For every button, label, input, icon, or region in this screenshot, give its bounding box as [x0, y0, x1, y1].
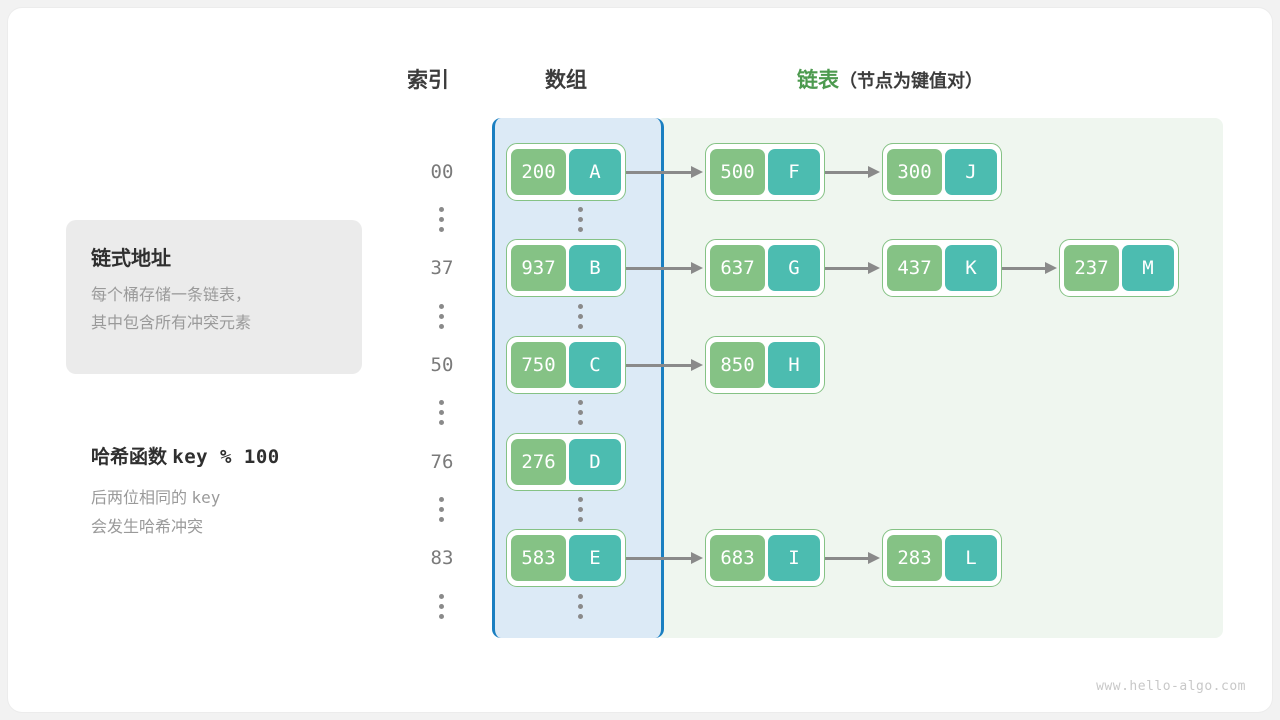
hash-function-title-prefix: 哈希函数 [91, 447, 173, 468]
vertical-ellipsis-icon [578, 304, 584, 329]
vertical-ellipsis-icon [439, 207, 445, 232]
pair-node-value: C [569, 342, 621, 388]
chain-arrow-icon [825, 550, 882, 566]
info-card: 链式地址 每个桶存储一条链表， 其中包含所有冲突元素 [66, 220, 362, 374]
chain-arrow-icon [825, 164, 882, 180]
hash-note-key-token: key [191, 488, 221, 507]
bucket-index-label: 37 [430, 257, 454, 279]
chain-arrow-icon [626, 550, 705, 566]
pair-node-value: B [569, 245, 621, 291]
vertical-ellipsis-icon [439, 400, 445, 425]
chain-arrow-icon [626, 357, 705, 373]
vertical-ellipsis-icon [578, 400, 584, 425]
hash-function-title: 哈希函数 key % 100 [91, 442, 391, 469]
pair-node-key: 276 [511, 439, 566, 485]
vertical-ellipsis-icon [578, 497, 584, 522]
pair-node-value: I [768, 535, 820, 581]
hash-note-line2: 会发生哈希冲突 [91, 519, 204, 536]
pair-node-key: 583 [511, 535, 566, 581]
pair-node-value: M [1122, 245, 1174, 291]
pair-node-value: G [768, 245, 820, 291]
pair-node-key: 237 [1064, 245, 1119, 291]
pair-node-key: 937 [511, 245, 566, 291]
bucket-index-label: 83 [430, 547, 454, 569]
header-index: 索引 [407, 69, 449, 92]
chain-arrow-icon [825, 260, 882, 276]
pair-node-key: 500 [710, 149, 765, 195]
hash-function-body: 后两位相同的 key 会发生哈希冲突 [91, 483, 391, 542]
pair-node-key: 283 [887, 535, 942, 581]
vertical-ellipsis-icon [439, 594, 445, 619]
pair-node-value: H [768, 342, 820, 388]
info-card-body: 每个桶存储一条链表， 其中包含所有冲突元素 [91, 287, 252, 332]
bucket-index-label: 00 [430, 161, 454, 183]
pair-node-value: F [768, 149, 820, 195]
hash-note-line1: 后两位相同的 [91, 490, 192, 507]
vertical-ellipsis-icon [439, 304, 445, 329]
pair-node-key: 683 [710, 535, 765, 581]
watermark: www.hello-algo.com [1096, 679, 1246, 694]
pair-node-value: L [945, 535, 997, 581]
pair-node-value: E [569, 535, 621, 581]
pair-node-value: D [569, 439, 621, 485]
vertical-ellipsis-icon [439, 497, 445, 522]
pair-node-key: 850 [710, 342, 765, 388]
vertical-ellipsis-icon [578, 594, 584, 619]
info-card-title: 链式地址 [91, 248, 171, 270]
vertical-ellipsis-icon [578, 207, 584, 232]
pair-node-key: 750 [511, 342, 566, 388]
header-linked-list: 链表（节点为键值对） [797, 64, 983, 94]
diagram-canvas: 索引 数组 链表（节点为键值对） 链式地址 每个桶存储一条链表， 其中包含所有冲… [8, 8, 1272, 712]
bucket-index-label: 50 [430, 354, 454, 376]
pair-node-key: 637 [710, 245, 765, 291]
hash-function-expression: key % 100 [172, 446, 280, 468]
pair-node-key: 200 [511, 149, 566, 195]
chain-arrow-icon [626, 164, 705, 180]
pair-node-value: K [945, 245, 997, 291]
chain-arrow-icon [626, 260, 705, 276]
hash-function-note: 哈希函数 key % 100 后两位相同的 key 会发生哈希冲突 [91, 442, 391, 542]
header-array: 数组 [545, 69, 587, 92]
header-linked-list-main: 链表 [797, 69, 839, 92]
pair-node-value: A [569, 149, 621, 195]
header-linked-list-sub: （节点为键值对） [839, 71, 983, 91]
chain-arrow-icon [1002, 260, 1059, 276]
pair-node-key: 300 [887, 149, 942, 195]
pair-node-key: 437 [887, 245, 942, 291]
pair-node-value: J [945, 149, 997, 195]
bucket-index-label: 76 [430, 451, 454, 473]
